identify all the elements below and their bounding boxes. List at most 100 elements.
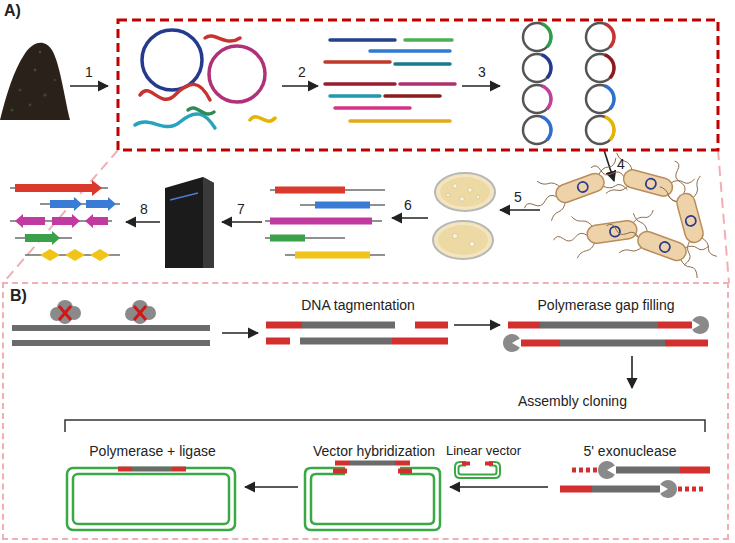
gap-filled-dna — [658, 322, 692, 329]
transposase-blocked — [50, 300, 81, 324]
step-label: Assembly cloning — [518, 393, 627, 409]
exonuclease-dna — [560, 461, 710, 498]
flow-arrow — [392, 217, 428, 219]
step-label: 5' exonuclease — [548, 443, 712, 459]
step-number: 1 — [85, 64, 93, 80]
annotated-genes — [90, 249, 110, 261]
soil-pile — [34, 69, 37, 72]
soil-pile — [29, 104, 32, 107]
sequenced-inserts — [300, 204, 385, 205]
transposase-blocked — [125, 300, 156, 324]
extracted-dna — [142, 30, 202, 90]
extracted-dna — [188, 108, 214, 114]
exonuclease-dna — [678, 487, 705, 492]
step-node: Vector hybridization — [298, 440, 450, 534]
sequenced-inserts — [265, 237, 345, 238]
annotated-genes — [25, 231, 60, 245]
petri-dish — [435, 173, 495, 211]
dna-fragments — [350, 119, 450, 123]
exonuclease-dna — [680, 467, 710, 474]
gap-filled-dna — [540, 322, 658, 329]
soil-pile — [54, 79, 57, 82]
petri-dish — [453, 184, 457, 188]
dna-fragments — [335, 106, 410, 110]
linear-vector — [462, 462, 470, 466]
petri-dish — [468, 188, 472, 192]
panel-box: B)DNA tagmentationPolymerase gap filling… — [2, 282, 729, 540]
sequenced-inserts — [265, 190, 385, 255]
annotated-genes — [15, 214, 45, 228]
plasmid-library — [582, 112, 618, 148]
flow-arrow — [454, 324, 500, 326]
dna-fragments — [325, 82, 395, 86]
assembly-bracket — [65, 420, 705, 432]
gap-filled-dna — [508, 322, 540, 329]
soil-pile — [39, 51, 41, 53]
plasmid-library — [519, 81, 555, 117]
flow-arrow — [222, 332, 258, 334]
step-number: 8 — [140, 201, 148, 217]
sequenced-inserts — [285, 254, 385, 255]
hybridized-vector — [305, 468, 440, 530]
tagmented-dna — [415, 322, 448, 329]
step-label: Polymerase + ligase — [60, 443, 245, 459]
step-number: 5 — [514, 189, 522, 205]
petri-dish — [433, 221, 493, 259]
hybridized-vector — [311, 474, 434, 524]
gap-filled-dna — [503, 334, 520, 352]
dna-fragments — [325, 60, 390, 64]
petri-dish — [446, 193, 450, 197]
extracted-dna — [250, 117, 275, 121]
sequenced-inserts — [295, 252, 370, 259]
dna-fragments — [395, 62, 450, 66]
petri-dish — [460, 197, 464, 201]
genomic-dna — [12, 340, 210, 346]
annotated-genes — [40, 249, 60, 261]
soil-pile — [0, 43, 70, 120]
linear-vector — [455, 462, 500, 478]
exonuclease-dna — [598, 461, 615, 479]
transposase-blocked — [134, 306, 146, 320]
linear-vector — [459, 466, 497, 475]
plasmid-library — [519, 112, 555, 148]
extracted-dna — [140, 84, 210, 100]
ligated-plasmid — [172, 467, 186, 472]
sequenced-inserts — [270, 218, 372, 225]
petri-dish — [433, 173, 495, 259]
petri-dish — [440, 177, 490, 207]
petri-dish — [470, 242, 475, 247]
sequencer — [165, 177, 214, 268]
step-node: Polymerase gap filling — [500, 294, 712, 356]
exonuclease-dna — [572, 468, 600, 473]
genomic-dna — [12, 325, 210, 331]
transposase-blocked — [134, 306, 146, 320]
gap-filled-dna — [692, 316, 709, 334]
petri-dish — [438, 225, 488, 255]
bracket-group: Assembly cloning 5' exonuclease Vector hyb… — [60, 388, 715, 538]
gap-filled-dna — [521, 340, 560, 347]
soil-pile — [0, 43, 70, 120]
hybridized-vector — [333, 469, 347, 474]
dna-fragments — [325, 40, 455, 121]
dna-fragments — [400, 82, 455, 86]
step-label: Polymerase gap filling — [500, 297, 712, 313]
sequencer — [170, 193, 198, 200]
tagmented-dna — [266, 325, 448, 341]
extracted-dna — [205, 36, 240, 41]
zoom-line — [3, 150, 729, 283]
ligated-plasmid — [67, 468, 235, 530]
flow-arrow — [450, 486, 548, 488]
exonuclease-dna — [560, 486, 592, 493]
sequenced-inserts — [265, 220, 382, 221]
extracted-dna — [135, 114, 215, 128]
step-number: 4 — [617, 156, 625, 172]
hybridized-vector — [335, 461, 350, 466]
annotated-genes — [85, 214, 108, 228]
panel-letter: B) — [10, 287, 27, 305]
hybridized-vector — [350, 461, 395, 466]
tagmented-dna — [266, 322, 302, 329]
extracted-dna — [209, 46, 265, 102]
step-number: 7 — [237, 201, 245, 217]
